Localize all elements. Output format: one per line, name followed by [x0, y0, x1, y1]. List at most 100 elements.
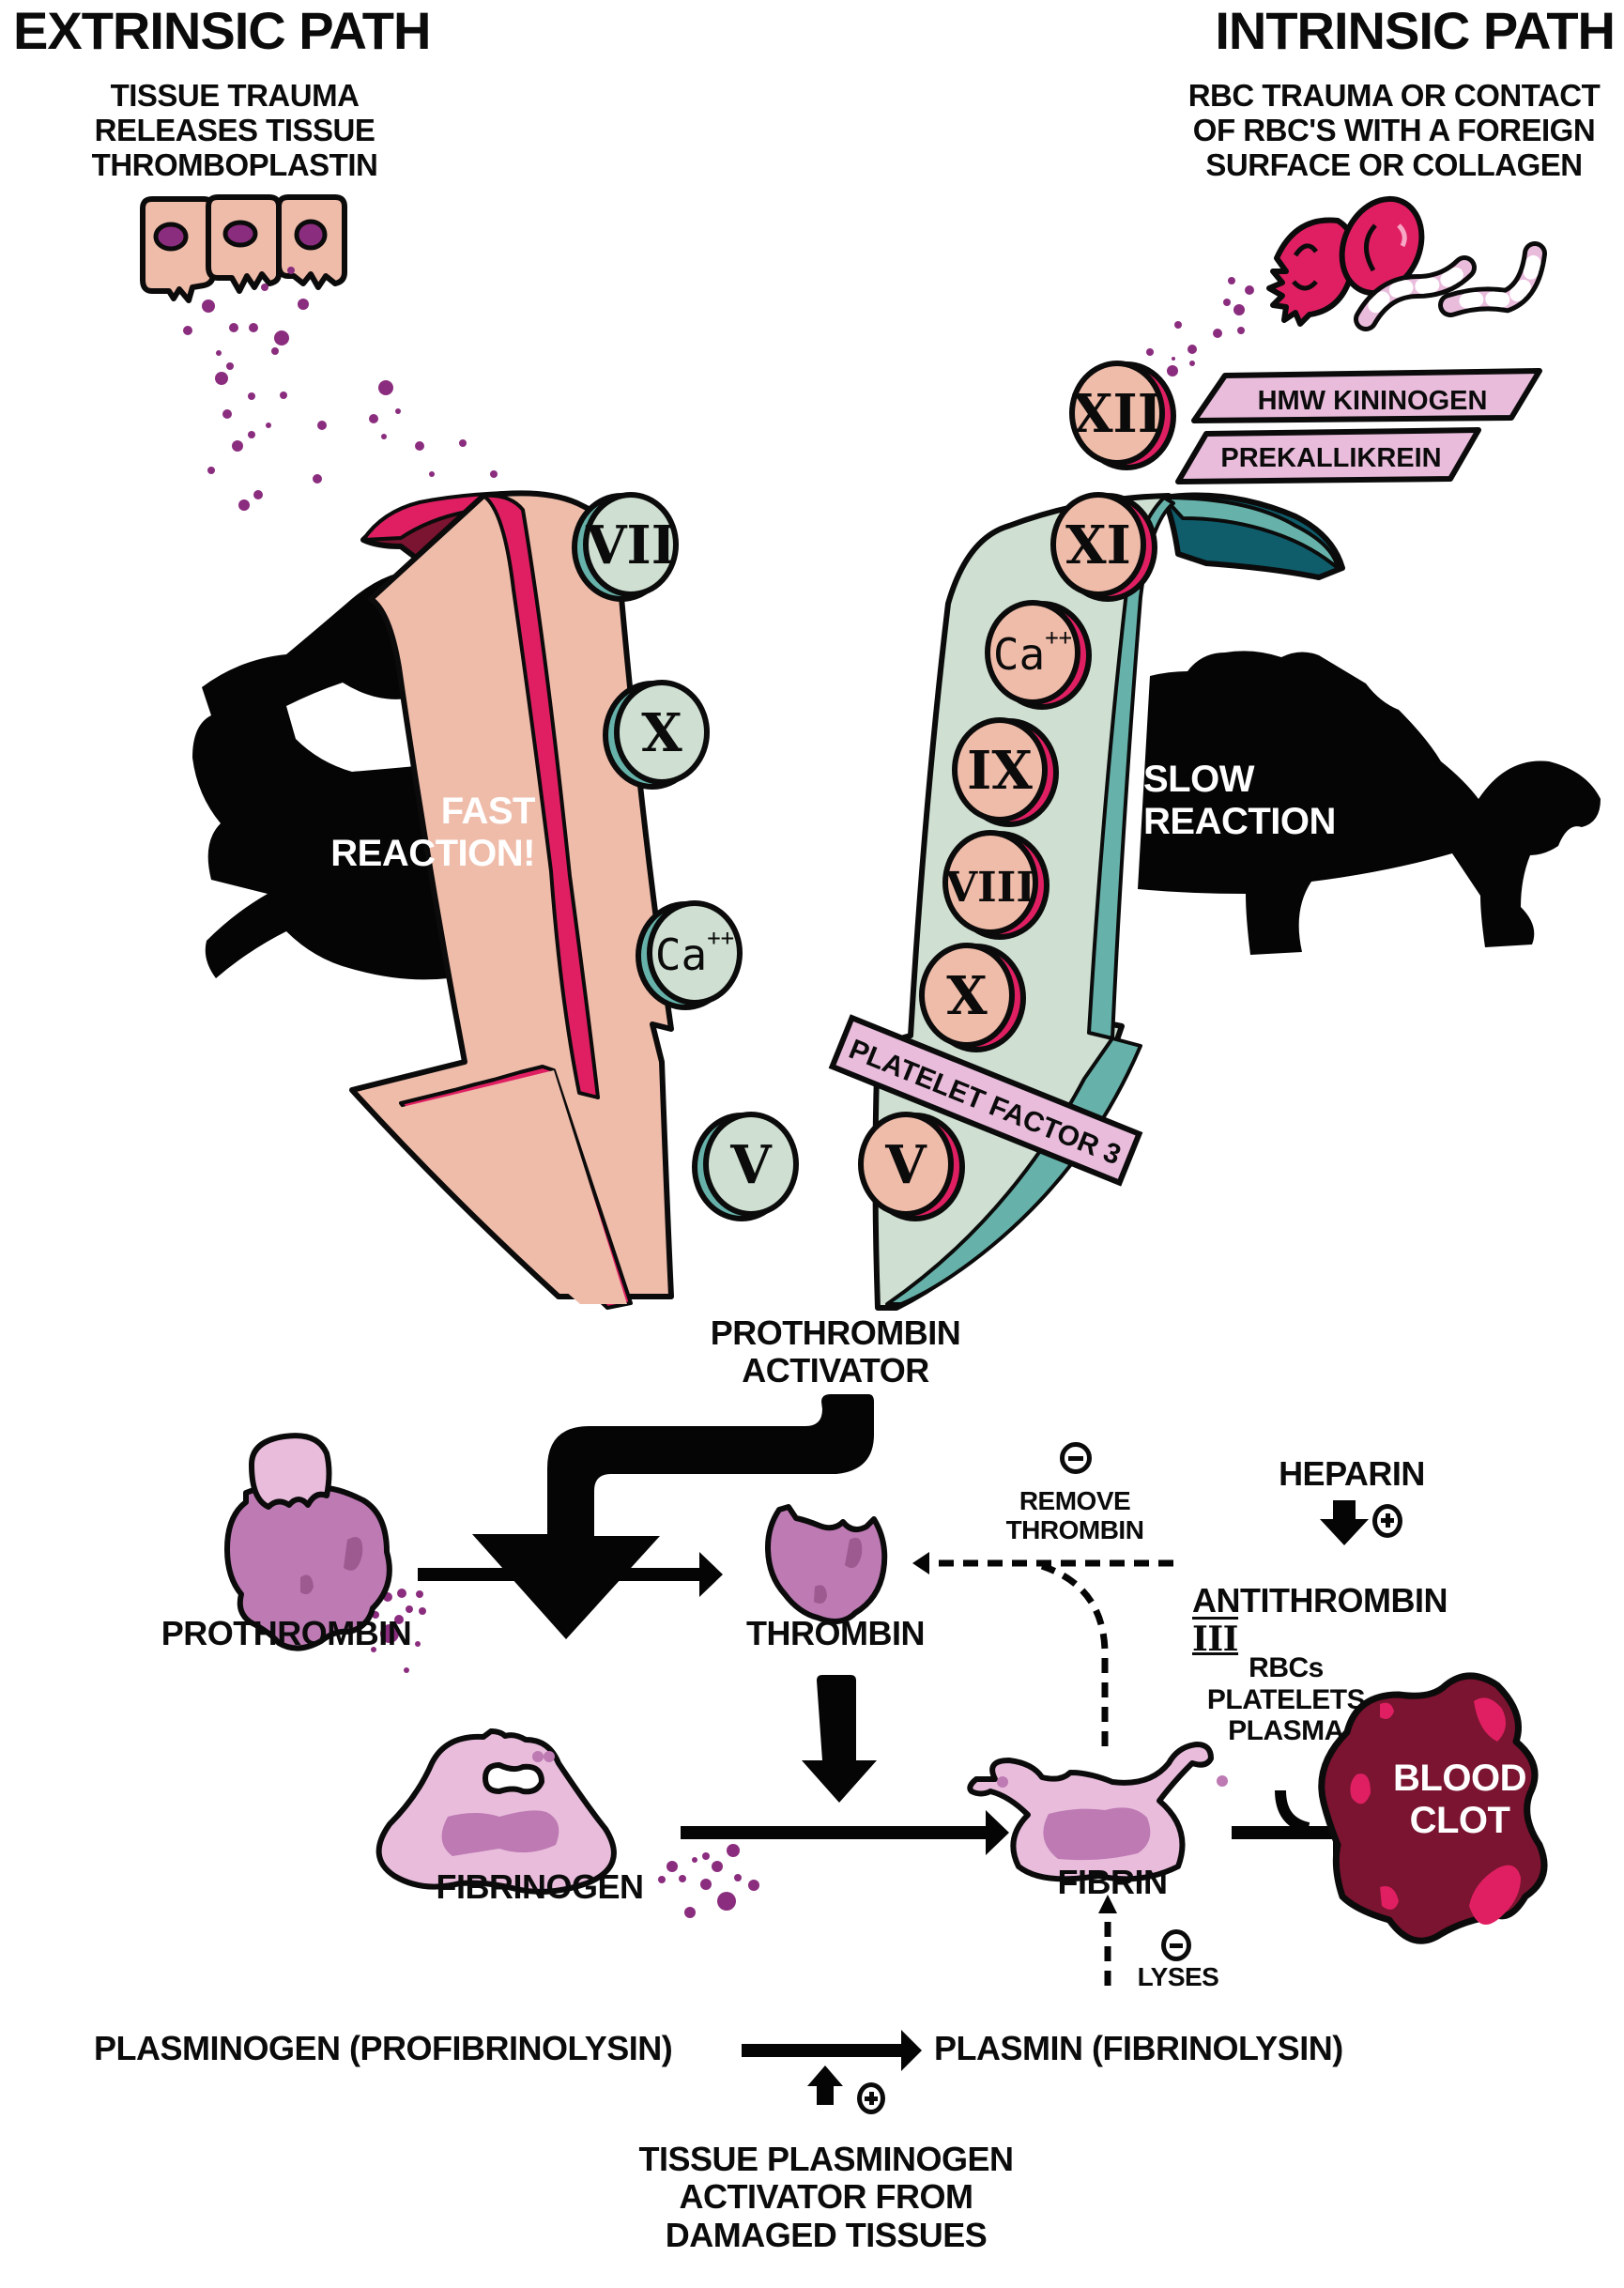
particle-dot: [248, 431, 255, 438]
particle-dot: [232, 440, 243, 452]
particle-dot: [215, 372, 228, 385]
particle-dot: [271, 347, 279, 355]
particle-dot: [266, 422, 271, 428]
particle-dot: [490, 470, 498, 478]
lyses-arrowhead: [1098, 1895, 1117, 1913]
particle-dot: [202, 299, 215, 313]
particle-dot: [1172, 357, 1175, 361]
particle-dot: [207, 467, 215, 474]
lyses-label: LYSES: [1137, 1962, 1219, 1991]
extrinsic-description: TISSUE TRAUMA RELEASES TISSUE THROMBOPLA…: [91, 78, 378, 182]
particle-dot: [397, 1589, 406, 1598]
fibrin-to-clot-arrow: [1232, 1810, 1356, 1855]
particle-dot: [1187, 345, 1197, 354]
particle-dot: [394, 1615, 404, 1624]
fibrin-label: FIBRIN: [1057, 1863, 1169, 1901]
extrinsic-factor-v: V: [692, 1112, 799, 1221]
factor-label: VII: [585, 514, 676, 576]
rbc-icon: [1339, 195, 1425, 297]
antithrombin-numeral: III: [1192, 1619, 1239, 1659]
hmw-kininogen-tag: HMW KININOGEN: [1258, 386, 1488, 416]
factor-label: VIII: [944, 864, 1035, 912]
antithrombin-iii-label: ANTITHROMBIN III: [1192, 1544, 1586, 1658]
extrinsic-title: EXTRINSIC PATH: [13, 1, 431, 60]
plasminogen-label: PLASMINOGEN (PROFIBRINOLYSIN): [94, 2029, 673, 2067]
particle-dot: [274, 330, 289, 346]
particle-dot: [406, 1605, 413, 1613]
particle-dot: [1233, 304, 1245, 315]
heparin-label: HEPARIN: [1279, 1454, 1425, 1493]
factor-label: XII: [1072, 383, 1162, 445]
particle-dot: [298, 299, 309, 310]
particle-dot: [1146, 348, 1154, 356]
particle-dot: [1167, 365, 1178, 376]
particle-dot: [216, 350, 222, 356]
fast-reaction-label: FAST REACTION!: [330, 791, 535, 874]
heparin-arrow: [1320, 1500, 1369, 1545]
clot-components-label: RBCs PLATELETS PLASMA: [1206, 1652, 1366, 1747]
released-particles: [183, 267, 1254, 1918]
extrinsic-factor-ca: Ca++: [636, 900, 743, 1010]
fibrin-to-thrombin-dashed: [1040, 1562, 1109, 1746]
intrinsic-factor-xi: XI: [1050, 492, 1157, 602]
extrinsic-factor-vii: VII: [572, 492, 679, 602]
particle-dot: [1213, 329, 1222, 338]
turtle-icon: [1138, 651, 1601, 955]
prekallikrein-tag: PREKALLIKREIN: [1220, 443, 1441, 473]
extrinsic-factor-x: X: [603, 680, 710, 790]
particle-dot: [226, 362, 234, 370]
particle-dot: [415, 1641, 421, 1647]
tpa-label: TISSUE PLASMINOGEN ACTIVATOR FROM DAMAGE…: [638, 2140, 1014, 2254]
particle-dot: [249, 323, 258, 332]
particle-dot: [183, 326, 192, 335]
particle-dot: [717, 1892, 736, 1911]
particle-dot: [415, 441, 424, 451]
particle-dot: [1228, 277, 1235, 284]
particle-dot: [1223, 299, 1231, 306]
thrombin-inhibition-arrowhead: [912, 1552, 929, 1574]
ruptured-rbc-icon: [1266, 217, 1357, 327]
prothrombin-to-thrombin-arrow: [418, 1552, 723, 1597]
particle-dot: [748, 1880, 759, 1891]
factor-label: XI: [1065, 514, 1131, 576]
slow-reaction-label: SLOW REACTION: [1143, 759, 1336, 842]
particle-dot: [229, 323, 238, 332]
particle-dot: [395, 408, 401, 414]
particle-dot: [658, 1876, 666, 1883]
tpa-plus-icon: [857, 2082, 885, 2114]
particle-dot: [238, 499, 250, 511]
particle-dot: [416, 1590, 423, 1598]
factor-label: X: [946, 965, 988, 1027]
particle-dot: [700, 1879, 712, 1890]
particle-dot: [1174, 321, 1182, 329]
blood-clot-label: BLOOD CLOT: [1393, 1758, 1526, 1841]
cofactor-tags: [1175, 368, 1542, 484]
particle-dot: [1189, 361, 1195, 366]
particle-dot: [378, 380, 393, 395]
particle-dot: [702, 1852, 710, 1860]
particle-dot: [371, 1647, 376, 1652]
dashed-connectors: [925, 1559, 1173, 1986]
particle-dot: [727, 1844, 740, 1857]
particle-dot: [666, 1861, 678, 1872]
prothrombin-icon: [224, 1433, 392, 1651]
intrinsic-factor-ix: IX: [952, 717, 1059, 827]
tissue-cells-icon: [140, 194, 347, 303]
particle-dot: [679, 1875, 686, 1882]
intrinsic-title: INTRINSIC PATH: [1215, 1, 1616, 60]
fibrinogen-label: FIBRINOGEN: [436, 1867, 644, 1906]
intrinsic-factor-x: X: [919, 943, 1026, 1052]
particle-dot: [404, 1667, 409, 1673]
intrinsic-description: RBC TRAUMA OR CONTACT OF RBC'S WITH A FO…: [1187, 78, 1601, 182]
particle-dot: [684, 1907, 696, 1918]
particle-dot: [381, 434, 387, 439]
factor-label: IX: [967, 740, 1033, 802]
particle-dot: [369, 414, 378, 423]
particle-dot: [313, 474, 322, 484]
particle-dot: [380, 1624, 399, 1643]
particle-dot: [1245, 285, 1254, 295]
plasmin-label: PLASMIN (FIBRINOLYSIN): [934, 2029, 1343, 2067]
thrombin-to-fibrinogen-arrow: [802, 1675, 877, 1803]
